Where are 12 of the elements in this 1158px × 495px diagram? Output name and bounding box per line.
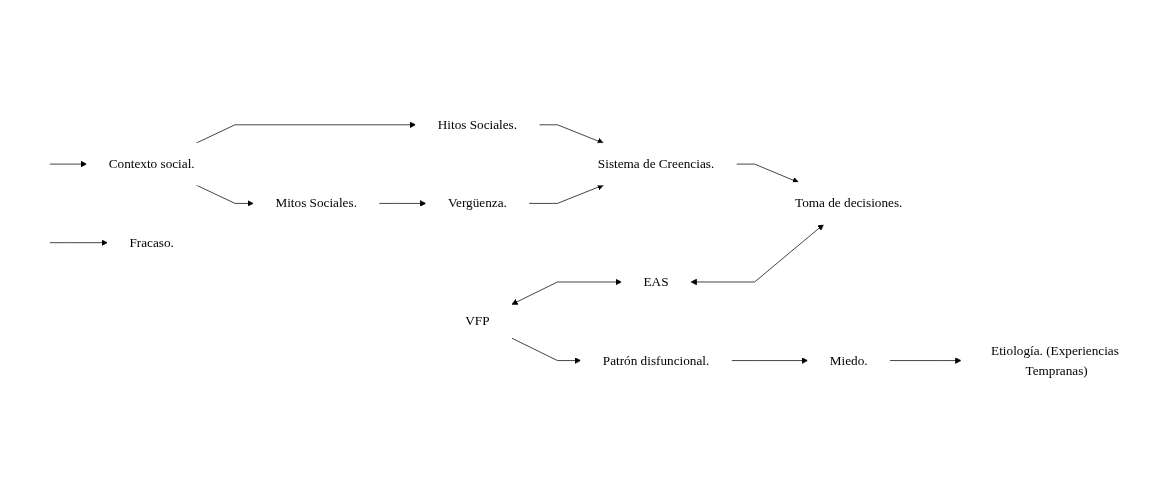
node-text: Mitos Sociales.	[275, 195, 357, 211]
node-text: Miedo.	[829, 352, 868, 368]
node-text: Vergüenza.	[447, 195, 507, 211]
node-text: Hitos Sociales.	[437, 116, 518, 132]
node-text: VFP	[465, 313, 490, 329]
node-text: Toma de decisiones.	[795, 195, 903, 211]
node-text: Fracaso.	[129, 234, 174, 250]
node-text: EAS	[643, 274, 669, 289]
node-text: Etiología. (Experiencias Tempranas)	[991, 342, 1119, 378]
node-text: Sistema de Creencias.	[597, 156, 715, 171]
node-text: Patrón disfuncional.	[602, 352, 710, 368]
node-text: Contexto social.	[108, 156, 195, 171]
